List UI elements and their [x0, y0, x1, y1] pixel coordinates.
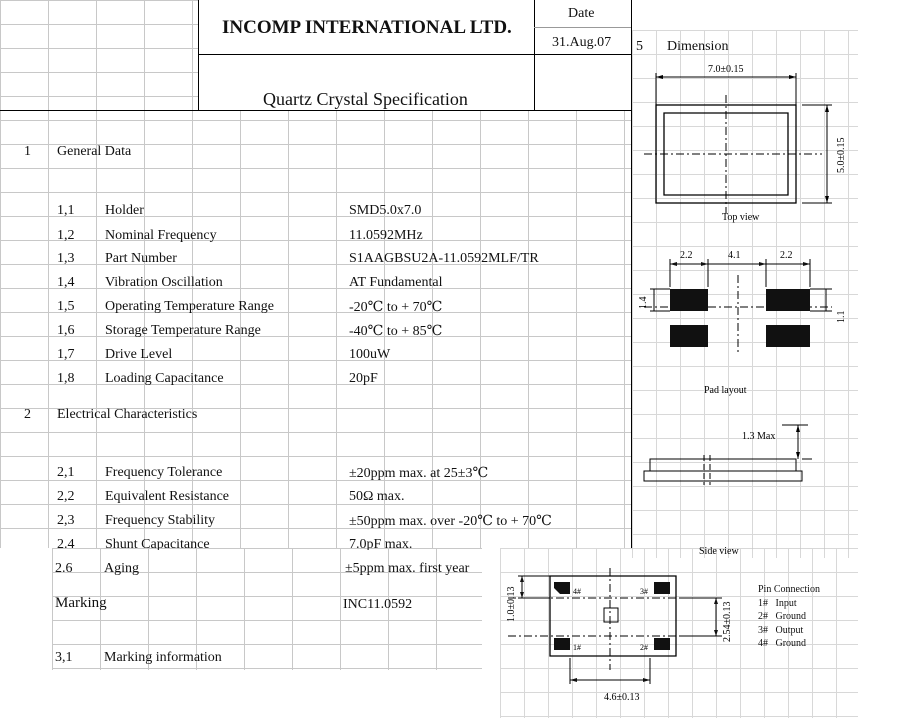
dimension-number: 5 — [636, 39, 643, 54]
header-vline-left — [198, 0, 199, 110]
header-vline-date — [534, 0, 535, 110]
side-view-drawing: 1.3 Max Side view — [643, 424, 812, 557]
row-number: 1,6 — [57, 323, 75, 338]
row-label: Operating Temperature Range — [105, 299, 275, 314]
pad-dim-center: 4.1 — [728, 250, 741, 261]
row-label: Frequency Stability — [105, 513, 216, 528]
pad-layout-caption: Pad layout — [704, 385, 747, 396]
row-number: 1,5 — [57, 299, 75, 314]
row-value: ±50ppm max. over -20℃ to + 70℃ — [349, 514, 552, 529]
row-number: 2.4 — [57, 537, 75, 550]
row-number: 1,1 — [57, 203, 75, 218]
row-label: Vibration Oscillation — [105, 275, 223, 290]
pad-dim-height-left: 1.4 — [638, 297, 649, 310]
date-label: Date — [568, 6, 595, 21]
pad-dim-left: 2.2 — [680, 250, 693, 261]
bottom-dim-right: 2.54±0.13 — [722, 602, 730, 643]
row-number: 1,4 — [57, 275, 75, 290]
row-value: 50Ω max. — [349, 489, 405, 504]
pin-connection-item: 4# Ground — [758, 638, 807, 649]
pin-connection-item: 3# Output — [758, 625, 804, 636]
date-value: 31.Aug.07 — [552, 35, 612, 50]
pin-connection-title: Pin Connection — [758, 584, 820, 595]
top-view-height: 5.0±0.15 — [836, 138, 847, 174]
row-label: Frequency Tolerance — [105, 465, 223, 480]
spreadsheet-grid-bottom — [52, 548, 482, 670]
side-view-caption: Side view — [699, 546, 739, 557]
row-number: 2,1 — [57, 465, 75, 480]
row-value: 11.0592MHz — [349, 228, 423, 243]
row-value: S1AAGBSU2A-11.0592MLF/TR — [349, 251, 539, 266]
spreadsheet-grid-right — [632, 30, 858, 558]
row-number: 2,2 — [57, 489, 75, 504]
dimension-title: Dimension — [667, 39, 729, 54]
row-label: Loading Capacitance — [105, 371, 224, 386]
marking-info-label: Marking information — [104, 650, 222, 665]
section-title: Electrical Characteristics — [57, 407, 198, 422]
row-label: Part Number — [105, 251, 177, 266]
pin-label: 3# — [640, 587, 648, 596]
row-number: 1,2 — [57, 228, 75, 243]
top-view-width: 7.0±0.15 — [708, 64, 744, 75]
row-label: Aging — [104, 561, 139, 576]
row-number: 1,8 — [57, 371, 75, 386]
row-number: 2.6 — [55, 561, 73, 576]
pad-dim-right: 2.2 — [780, 250, 793, 261]
row-label: Shunt Capacitance — [105, 537, 210, 550]
pin-connection-item: 1# Input — [758, 598, 797, 609]
row-number: 2,3 — [57, 513, 75, 528]
row-value: ±5ppm max. first year — [345, 561, 470, 576]
row-value: -40℃ to + 85℃ — [349, 324, 443, 339]
top-view-drawing: 7.0±0.15 5.0±0.15 Top view — [644, 64, 847, 223]
marking-value: INC11.0592 — [343, 597, 413, 612]
bottom-view-drawing: 4# 3# 1# 2# 1.0±0.13 2.54±0.13 4.6±0.13 — [506, 568, 730, 703]
pin-label: 4# — [573, 587, 581, 596]
date-divider — [534, 27, 631, 28]
section-number: 1 — [24, 144, 31, 159]
bottom-dim-width: 4.6±0.13 — [604, 692, 640, 703]
row-label: Nominal Frequency — [105, 228, 217, 243]
pin-label: 2# — [640, 643, 648, 652]
row-value: ±20ppm max. at 25±3℃ — [349, 466, 489, 481]
marking-info-number: 3,1 — [55, 650, 73, 665]
table-row: 2.4 Shunt Capacitance 7.0pF max. — [57, 537, 413, 550]
row-label: Holder — [105, 203, 144, 218]
header-block — [198, 0, 632, 110]
row-value: 7.0pF max. — [349, 537, 413, 550]
row-number: 1,3 — [57, 251, 75, 266]
company-name: INCOMP INTERNATIONAL LTD. — [222, 17, 512, 38]
header-hline-mid — [198, 54, 632, 55]
bottom-dim-left: 1.0±0.13 — [506, 587, 517, 623]
row-value: 100uW — [349, 347, 391, 362]
pad-dim-height-right: 1.1 — [836, 311, 847, 324]
row-label: Storage Temperature Range — [105, 323, 261, 338]
row-label: Drive Level — [105, 347, 173, 362]
row-value: 20pF — [349, 371, 378, 386]
header-hline-bottom — [0, 110, 632, 111]
section-number: 2 — [24, 407, 31, 422]
top-view-caption: Top view — [722, 212, 760, 223]
row-number: 1,7 — [57, 347, 75, 362]
row-label: Equivalent Resistance — [105, 489, 230, 504]
marking-label: Marking — [55, 595, 107, 611]
row-value: SMD5.0x7.0 — [349, 203, 422, 218]
document-title: Quartz Crystal Specification — [263, 89, 468, 109]
pin-connection-item: 2# Ground — [758, 611, 807, 622]
row-value: -20℃ to + 70℃ — [349, 300, 443, 315]
header-vline-right — [631, 0, 632, 548]
side-view-height: 1.3 Max — [742, 431, 775, 442]
row-value: AT Fundamental — [349, 275, 443, 290]
section-title: General Data — [57, 144, 132, 159]
pad-layout-drawing: 2.2 4.1 2.2 1.4 1.1 Pad layout — [638, 250, 847, 396]
pin-label: 1# — [573, 643, 581, 652]
